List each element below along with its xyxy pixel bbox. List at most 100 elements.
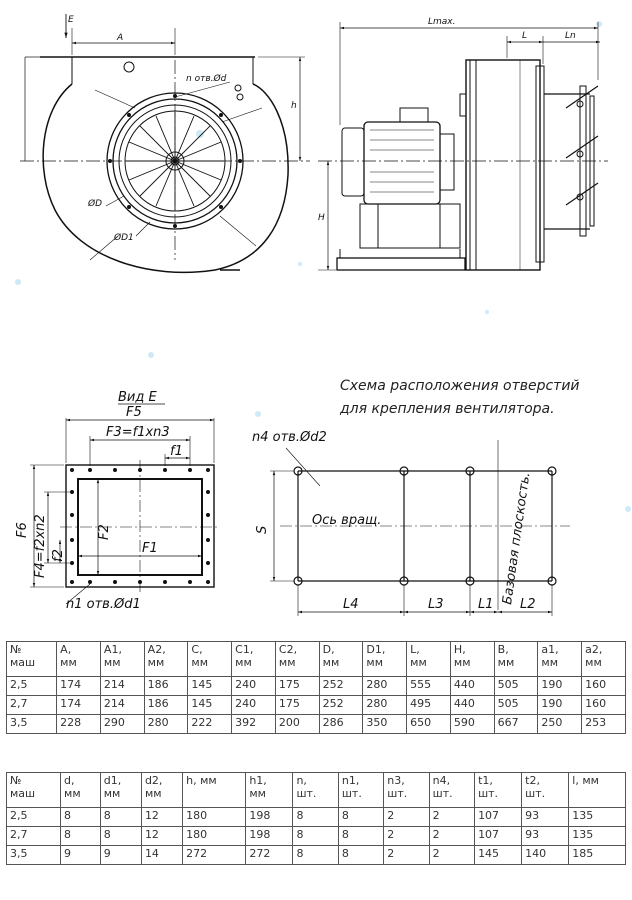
header-text: мм: [64, 787, 81, 800]
table-cell: 505: [493, 695, 539, 715]
header-text: №: [10, 643, 22, 656]
label-f2: F2: [97, 524, 112, 540]
header-text: мм: [278, 656, 296, 669]
label-l2: L2: [520, 597, 536, 612]
header-text: мм: [497, 656, 515, 669]
label-d1: ØD1: [113, 232, 134, 243]
table-cell: 240: [231, 695, 276, 715]
table-cell: 240: [231, 676, 276, 696]
table-cell: 93: [521, 826, 570, 846]
header-text: мм: [60, 656, 77, 669]
header-text: маш: [10, 787, 36, 800]
table-cell: 8: [337, 826, 385, 846]
table-cell: 174: [56, 676, 101, 696]
header-text: маш: [10, 656, 36, 669]
label-s: S: [255, 526, 270, 534]
table-header-cell: H,мм: [449, 641, 495, 677]
table-cell: 93: [521, 807, 570, 827]
table-header-cell: A1,мм: [99, 641, 145, 677]
label-l3: L3: [428, 597, 444, 612]
table-cell: 2,5: [5, 807, 62, 827]
table-cell: 145: [474, 845, 523, 865]
header-text: мм: [453, 656, 471, 669]
table-cell: 350: [362, 714, 408, 734]
header-text: n3,: [387, 774, 405, 787]
table-header-cell: B,мм: [493, 641, 539, 677]
table-cell: 8: [337, 807, 385, 827]
header-text: n1,: [341, 774, 360, 787]
table-cell: 2,5: [5, 676, 58, 696]
label-n4: n4 отв.Ød2: [252, 430, 327, 445]
table-cell: 12: [140, 807, 184, 827]
table-cell: 145: [187, 676, 233, 696]
table-cell: 2,7: [5, 826, 62, 846]
table-cell: 186: [143, 676, 189, 696]
table-cell: 2: [383, 807, 430, 827]
table-header-cell: d1,мм: [99, 772, 142, 808]
label-axis: Ось вращ.: [312, 513, 381, 528]
table-cell: 200: [274, 714, 320, 734]
table-cell: 107: [474, 807, 523, 827]
table-cell: 190: [537, 676, 583, 696]
table-header-cell: l, мм: [568, 772, 626, 808]
table-cell: 2: [383, 845, 430, 865]
header-text: A2,: [147, 643, 166, 656]
header-text: d,: [64, 774, 75, 787]
label-f1-small: f1: [170, 444, 183, 459]
table-cell: 175: [274, 695, 320, 715]
header-text: мм: [235, 656, 252, 669]
header-text: C,: [191, 643, 203, 656]
table-header-cell: n1,шт.: [337, 772, 385, 808]
header-text: h, мм: [186, 774, 217, 787]
header-text: H,: [453, 643, 466, 656]
table-header-cell: C,мм: [187, 641, 233, 677]
header-text: d2,: [144, 774, 163, 787]
table-cell: 440: [449, 676, 495, 696]
header-text: шт.: [387, 787, 408, 800]
table-cell: 2: [428, 845, 476, 865]
header-text: a1,: [541, 643, 559, 656]
header-text: C1,: [235, 643, 254, 656]
header-text: мм: [585, 656, 602, 669]
table-cell: 222: [187, 714, 233, 734]
table-cell: 185: [568, 845, 626, 865]
table-header-cell: n3,шт.: [383, 772, 430, 808]
label-f6: F6: [15, 522, 30, 538]
table-cell: 495: [406, 695, 451, 715]
table-cell: 286: [318, 714, 364, 734]
label-f1: F1: [142, 541, 158, 556]
table-cell: 650: [406, 714, 451, 734]
header-text: C2,: [278, 643, 298, 656]
table-cell: 8: [60, 807, 101, 827]
header-text: t1,: [478, 774, 493, 787]
table-cell: 2,7: [5, 695, 58, 715]
header-text: шт.: [341, 787, 362, 800]
label-h-height: H: [318, 213, 325, 223]
table-cell: 8: [99, 826, 142, 846]
header-text: мм: [410, 656, 427, 669]
table-cell: 253: [581, 714, 626, 734]
table-cell: 8: [99, 807, 142, 827]
label-f3: F3=f1xn3: [106, 425, 170, 440]
header-text: мм: [191, 656, 209, 669]
scheme-caption-2: для крепления вентилятора.: [339, 401, 555, 417]
header-text: D1,: [366, 643, 386, 656]
header-text: мм: [249, 787, 266, 800]
header-text: мм: [366, 656, 384, 669]
scheme-caption-1: Схема расположения отверстий: [340, 378, 580, 394]
label-a: A: [116, 33, 123, 43]
table-cell: 8: [292, 826, 339, 846]
table-cell: 252: [318, 676, 364, 696]
view-e-title: Вид E: [118, 390, 157, 405]
table-cell: 3,5: [5, 845, 62, 865]
table-cell: 440: [449, 695, 495, 715]
